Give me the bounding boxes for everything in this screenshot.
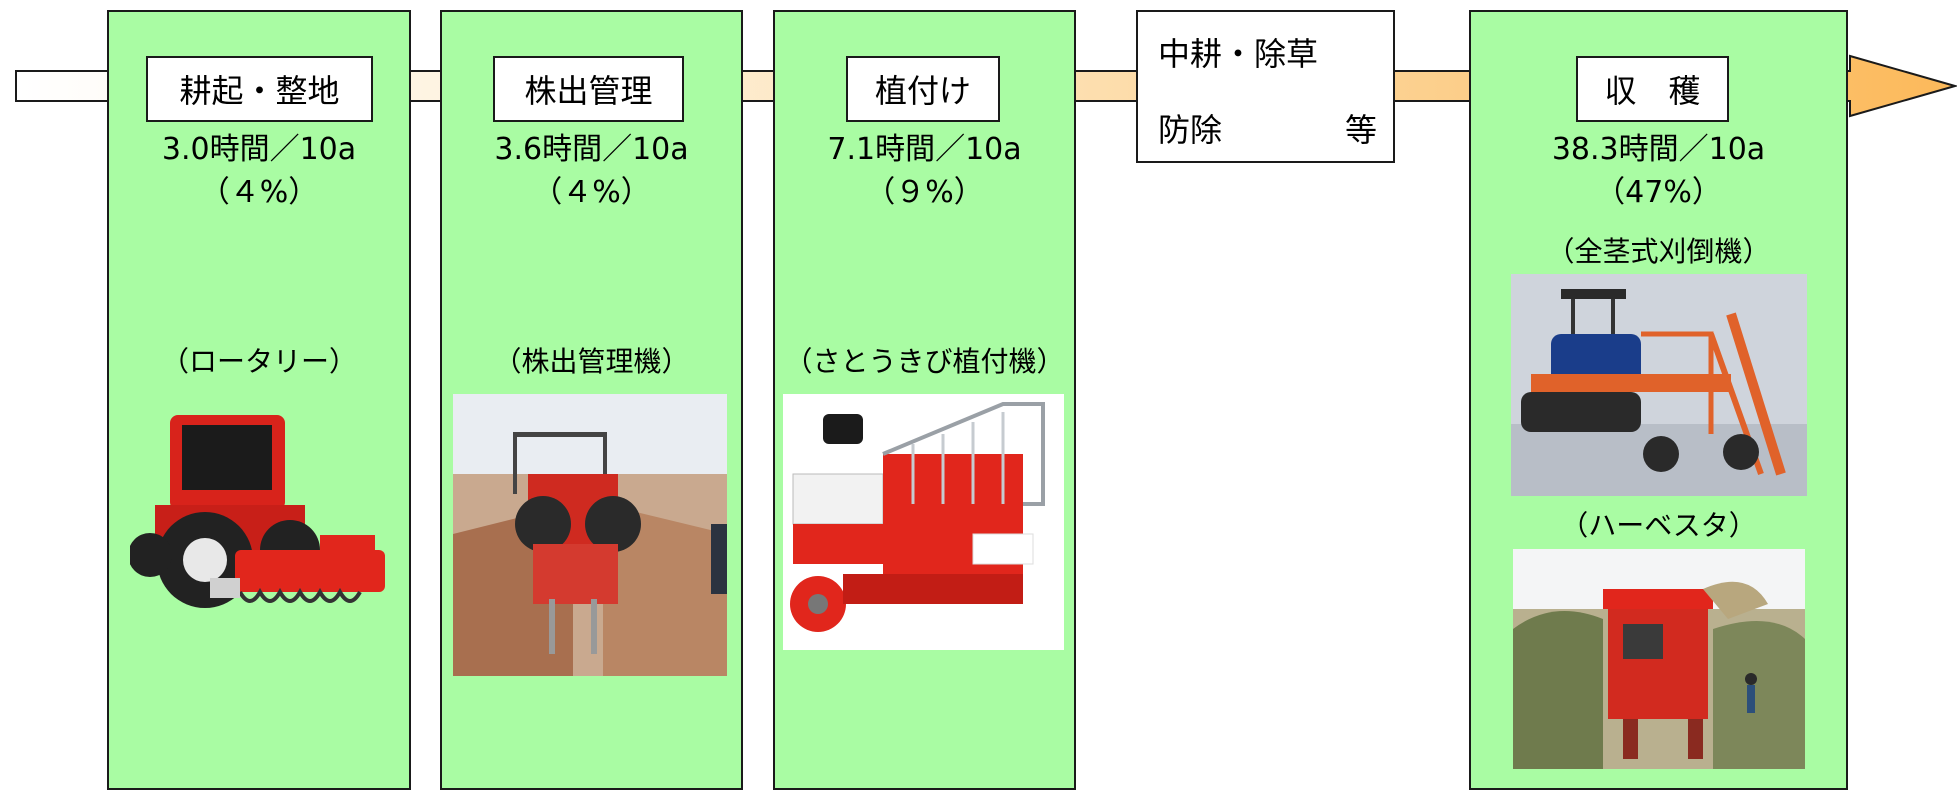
ratoon-manager-image	[453, 394, 727, 676]
stage-share-planting: （９%）	[865, 175, 984, 210]
stage-column-tillage	[107, 10, 411, 790]
tractor-rotary-image	[130, 415, 385, 608]
stage-label-ratoon: 株出管理	[493, 56, 684, 122]
sugarcane-planter-image	[783, 394, 1064, 650]
stage-label-cultivation-line2a: 防除	[1158, 111, 1223, 149]
stage-share-ratoon: （４%）	[532, 175, 651, 210]
stage-label-harvest: 収 穫	[1576, 56, 1729, 122]
machine-caption-ratoon-manager: （株出管理機）	[493, 345, 690, 378]
stage-label-cultivation-line1: 中耕・除草	[1158, 35, 1319, 73]
machine-caption-rotary: （ロータリー）	[160, 345, 357, 378]
stage-share-harvest: （47%）	[1595, 175, 1722, 210]
stage-label-cultivation-line2b: 等	[1344, 111, 1377, 149]
machine-caption-whole-stalk-cutter: （全茎式刈倒機）	[1546, 235, 1771, 268]
machine-caption-planter: （さとうきび植付機）	[784, 345, 1065, 378]
stage-time-ratoon: 3.6時間／10a	[494, 132, 689, 167]
stage-label-cultivation: 中耕・除草 防除 等	[1136, 10, 1395, 163]
machine-caption-harvester: （ハーベスタ）	[1560, 509, 1757, 542]
stage-share-tillage: （４%）	[199, 175, 319, 210]
stage-time-planting: 7.1時間／10a	[827, 132, 1022, 167]
whole-stalk-cutter-image	[1511, 274, 1807, 496]
stage-label-planting: 植付け	[846, 56, 1000, 122]
harvester-image	[1513, 549, 1805, 769]
stage-time-tillage: 3.0時間／10a	[161, 132, 357, 167]
stage-time-harvest: 38.3時間／10a	[1551, 132, 1766, 167]
stage-label-tillage: 耕起・整地	[146, 56, 373, 122]
